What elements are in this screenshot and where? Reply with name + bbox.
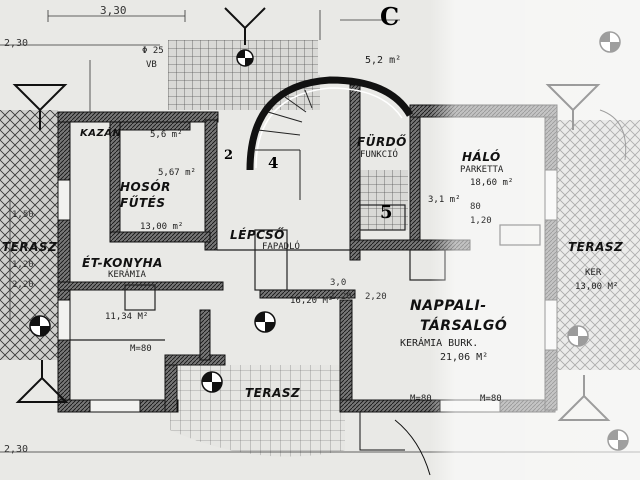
room-terasz-right-label: TERASZ (568, 240, 624, 254)
room-number-4: 4 (268, 154, 279, 172)
dim-top: 3,30 (100, 4, 127, 17)
room-nappali-sub: KERÁMIA BURK. (400, 338, 479, 349)
room-terasz-right-area: 13,00 M² (575, 282, 619, 292)
dim-left-top: 2,30 (4, 38, 29, 49)
room-lepcso-label: LÉPCSŐ (230, 228, 285, 242)
room-furdo-area: 5,2 m² (365, 55, 402, 66)
room-konyha-sub: KERÁMIA (108, 270, 146, 280)
room-nappali-label: NAPPALI- (410, 298, 487, 314)
dim-left-bottom: 2,30 (4, 444, 29, 455)
room-tarsalgo-label: TÁRSALGÓ (420, 318, 508, 334)
room-halo-sub: PARKETTA (460, 165, 504, 175)
room-kazan-label: KAZÁN (80, 128, 122, 139)
c-mark: C (380, 2, 400, 31)
dim-mid-b: 1,20 (330, 292, 352, 302)
room-kazan-area: 5,6 m² (150, 130, 183, 140)
room-futes-label: FŰTÉS (120, 196, 166, 210)
dim-mid-c: 2,20 (365, 292, 387, 302)
room-lepcso-area: 16,20 M² (290, 296, 334, 306)
room-furdo-sub: FUNKCIÓ (360, 150, 398, 160)
m-label-2: M=80 (410, 394, 432, 404)
room-hosor-label: HOSÓR (120, 180, 171, 194)
room-terasz-right-sub: KER (585, 268, 602, 278)
bathroom-grid (358, 170, 408, 230)
m-label-3: M=80 (480, 394, 502, 404)
dia-label: Φ 25 (142, 46, 164, 56)
dim-right-b: 1,20 (470, 216, 492, 226)
vb-label: VB (146, 60, 157, 70)
dim-mid-a: 3,0 (330, 278, 347, 288)
stair-curve-wall (246, 76, 414, 171)
m-label: M=80 (130, 344, 152, 354)
room-terasz-bottom-label: TERASZ (245, 386, 301, 400)
room-halo-label: HÁLÓ (462, 150, 501, 164)
room-konyha-label: ÉT-KONYHA (82, 256, 163, 270)
room-terasz-left-label: TERASZ (2, 240, 58, 254)
room-halo-area2: 3,1 m² (428, 195, 461, 205)
room-futes-floor: 13,00 m² (140, 222, 184, 232)
room-lepcso-sub: FAPADLÓ (262, 242, 300, 252)
dim-wall-c: 2,20 (12, 280, 34, 290)
room-furdo-label: FÜRDŐ (357, 135, 407, 149)
room-konyha-area: 11,34 M² (105, 312, 149, 322)
room-number-5: 5 (380, 202, 393, 223)
dim-right-a: 80 (470, 202, 481, 212)
dim-wall-a: 1,50 (12, 210, 34, 220)
terrace-bottom-hatch (170, 365, 345, 457)
room-halo-area: 18,60 m² (470, 178, 514, 188)
room-number-2: 2 (224, 148, 234, 163)
room-futes-area: 5,67 m² (158, 168, 196, 178)
room-nappali-area: 21,06 M² (440, 352, 489, 363)
dim-wall-b: 1,20 (12, 260, 34, 270)
